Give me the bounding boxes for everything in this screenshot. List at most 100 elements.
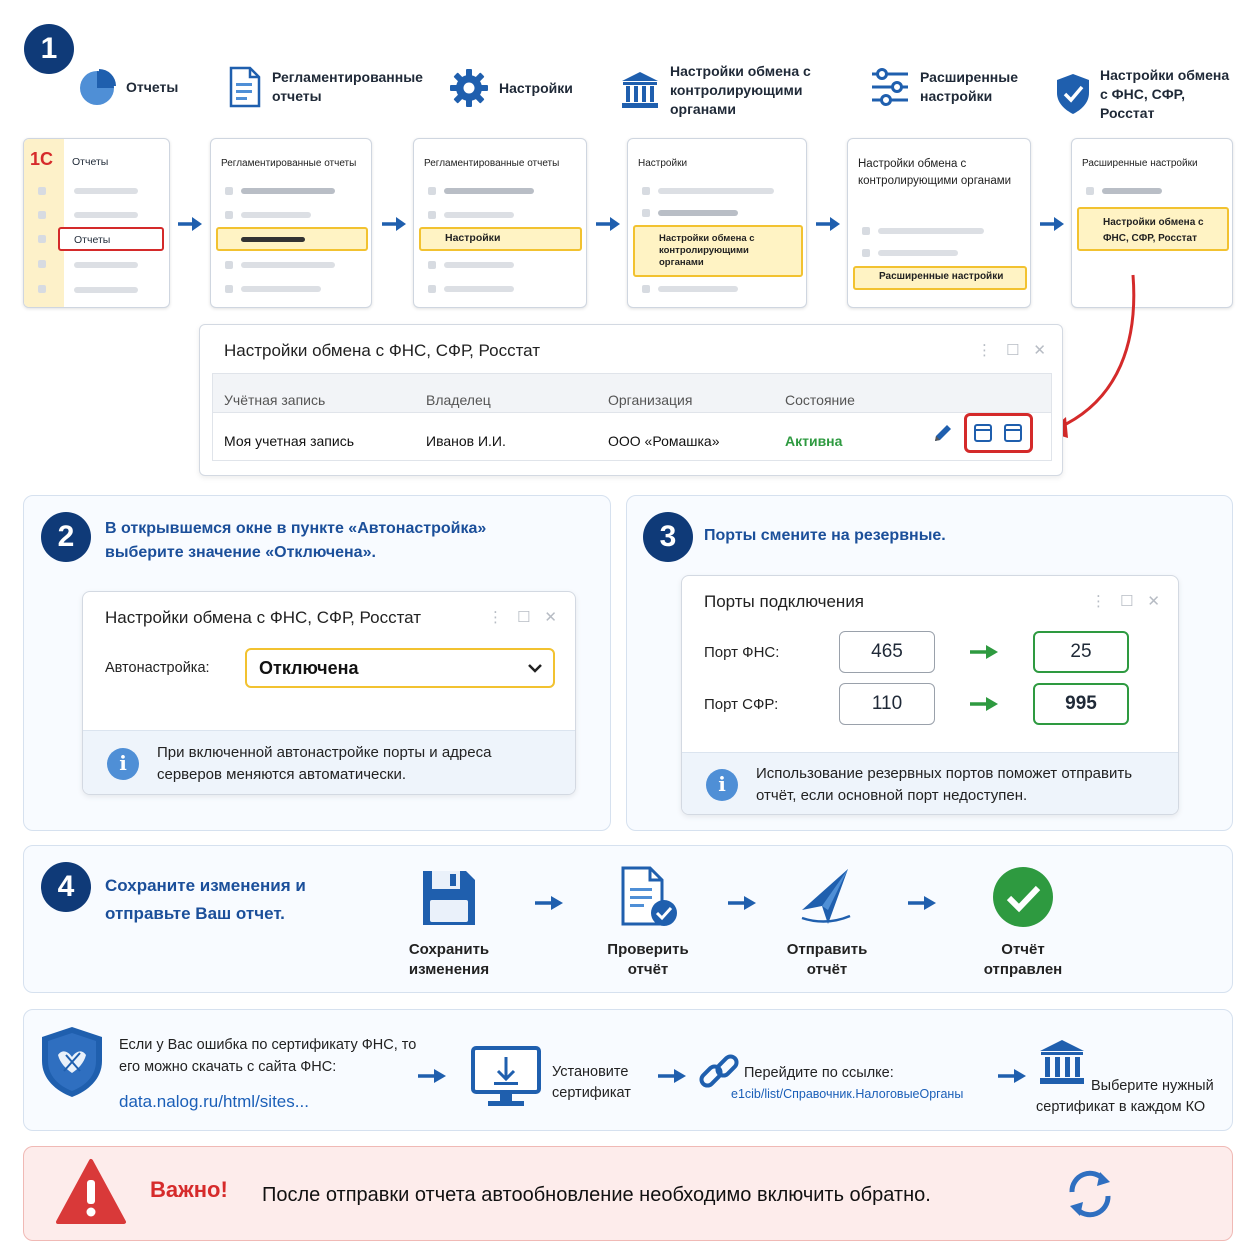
autoconfig-select[interactable]: Отключена <box>245 648 555 688</box>
arrow-right-icon <box>816 217 840 231</box>
list-icon <box>862 227 870 235</box>
column-header: Владелец <box>426 392 491 408</box>
window-controls: ⋮ ☐ ✕ <box>1091 592 1160 610</box>
sidebar-icon <box>38 260 46 268</box>
nav-item-exchange-settings[interactable]: Настройки обмена с контролирующими орган… <box>620 62 820 119</box>
choose-certificate-text: Выберите нужный сертификат в каждом КО <box>1036 1078 1214 1116</box>
maximize-icon[interactable]: ☐ <box>1119 593 1134 610</box>
mini-card-advanced: Расширенные настройки Настройки обмена с… <box>1071 138 1233 308</box>
window-open-icon[interactable] <box>1003 423 1023 443</box>
placeholder-bar <box>444 286 514 292</box>
pencil-icon[interactable] <box>932 422 954 444</box>
card-title: Расширенные настройки <box>1082 158 1198 169</box>
action-sent-label: Отчёт отправлен <box>983 941 1063 979</box>
settings-highlight[interactable]: Настройки <box>419 227 582 251</box>
nav-item-regulated-reports[interactable]: Регламентированные отчеты <box>228 66 423 108</box>
nav-item-fns-settings[interactable]: Настройки обмена с ФНС, СФР, Росстат <box>1056 66 1236 123</box>
list-icon <box>862 249 870 257</box>
refresh-icon <box>1069 1170 1111 1218</box>
document-check-icon[interactable] <box>620 866 680 928</box>
arrow-right-icon <box>970 645 998 659</box>
mini-card-exchange: Настройки обмена с контролирующими орган… <box>847 138 1031 308</box>
table-header <box>212 373 1052 413</box>
sidebar-icon <box>38 187 46 195</box>
info-icon: i <box>706 768 738 801</box>
port-fns-label: Порт ФНС: <box>704 644 780 661</box>
list-icon <box>642 209 650 217</box>
nav-label: Настройки обмена с контролирующими орган… <box>670 63 811 117</box>
arrow-right-icon <box>970 697 998 711</box>
list-icon <box>642 187 650 195</box>
maximize-icon[interactable]: ☐ <box>1005 342 1020 359</box>
step-4-number: 4 <box>41 862 91 912</box>
autoconfig-window: Настройки обмена с ФНС, СФР, Росстат ⋮ ☐ ✕… <box>82 591 576 795</box>
nav-label: Настройки <box>499 79 573 96</box>
port-sfr-old-field[interactable]: 110 <box>839 683 935 725</box>
close-icon[interactable]: ✕ <box>544 609 557 626</box>
more-icon[interactable]: ⋮ <box>1090 593 1106 610</box>
certificate-section <box>23 1009 1233 1131</box>
arrow-right-icon <box>178 217 202 231</box>
1c-logo: 1С <box>30 149 54 169</box>
close-icon[interactable]: ✕ <box>1147 593 1160 610</box>
placeholder-bar <box>1102 188 1162 194</box>
table-row[interactable] <box>212 413 1052 461</box>
arrow-right-icon <box>535 896 563 910</box>
window-controls: ⋮ ☐ ✕ <box>977 341 1046 359</box>
list-icon <box>428 261 436 269</box>
port-fns-old-field[interactable]: 465 <box>839 631 935 673</box>
port-sfr-new-field[interactable]: 995 <box>1033 683 1129 725</box>
placeholder-bar <box>444 188 534 194</box>
arrow-right-icon <box>728 896 756 910</box>
floppy-disk-icon[interactable] <box>420 868 478 928</box>
chevron-down-icon <box>528 664 542 673</box>
window-title: Настройки обмена с ФНС, СФР, Росстат <box>105 608 422 627</box>
warning-text: После отправки отчета автообновление нео… <box>262 1184 931 1206</box>
autoconfig-info: i При включенной автонастройке порты и а… <box>83 730 575 794</box>
more-icon[interactable]: ⋮ <box>487 609 503 626</box>
reports-highlight[interactable]: Отчеты <box>58 227 164 251</box>
cell-organization: ООО «Ромашка» <box>608 433 720 449</box>
cell-status: Активна <box>785 433 843 449</box>
window-title: Порты подключения <box>704 592 865 611</box>
certificate-text: Если у Вас ошибка по сертификату ФНС, то… <box>119 1037 417 1076</box>
port-fns-new-field[interactable]: 25 <box>1033 631 1129 673</box>
fns-highlight[interactable]: Настройки обмена с ФНС, СФР, Росстат <box>1077 207 1229 251</box>
window-title: Настройки обмена с ФНС, СФР, Росстат <box>224 341 541 360</box>
column-header: Организация <box>608 392 693 408</box>
arrow-right-icon <box>418 1069 446 1083</box>
info-text: Использование резервных портов поможет о… <box>756 764 1133 804</box>
warning-triangle-icon <box>56 1159 126 1224</box>
advanced-highlight[interactable]: Расширенные настройки <box>853 266 1027 290</box>
nav-item-reports[interactable]: Отчеты <box>78 68 178 106</box>
placeholder-bar <box>74 287 138 293</box>
fns-download-link[interactable]: data.nalog.ru/html/sites... <box>119 1092 309 1111</box>
nav-item-advanced-settings[interactable]: Расширенные настройки <box>870 68 1030 106</box>
goto-link[interactable]: e1cib/list/Справочник.НалоговыеОрганы <box>731 1087 964 1101</box>
placeholder-bar <box>241 237 305 242</box>
action-save-label: Сохранить изменения <box>408 941 490 979</box>
pie-chart-icon <box>80 69 116 105</box>
mini-card-regulated: Регламентированные отчеты <box>210 138 372 308</box>
more-icon[interactable]: ⋮ <box>976 342 992 359</box>
list-icon <box>225 261 233 269</box>
list-icon <box>428 211 436 219</box>
arrow-right-icon <box>382 217 406 231</box>
bank-icon <box>1040 1040 1084 1084</box>
paper-plane-icon[interactable] <box>798 866 856 928</box>
nav-item-settings[interactable]: Настройки <box>449 68 573 108</box>
exchange-highlight[interactable]: Настройки обмена с контролирующими орган… <box>633 225 803 277</box>
step-3-title: Порты смените на резервные. <box>704 527 946 544</box>
sliders-icon <box>872 68 908 106</box>
card-title: Отчеты <box>72 156 109 168</box>
window-open-icon[interactable] <box>973 423 993 443</box>
placeholder-bar <box>444 212 514 218</box>
list-icon <box>642 285 650 293</box>
open-buttons-highlight <box>964 413 1033 453</box>
card-sidebar <box>24 139 64 307</box>
maximize-icon[interactable]: ☐ <box>516 609 531 626</box>
info-icon: i <box>107 747 139 780</box>
step-3-number: 3 <box>643 512 693 562</box>
close-icon[interactable]: ✕ <box>1033 342 1046 359</box>
window-controls: ⋮ ☐ ✕ <box>488 608 557 626</box>
